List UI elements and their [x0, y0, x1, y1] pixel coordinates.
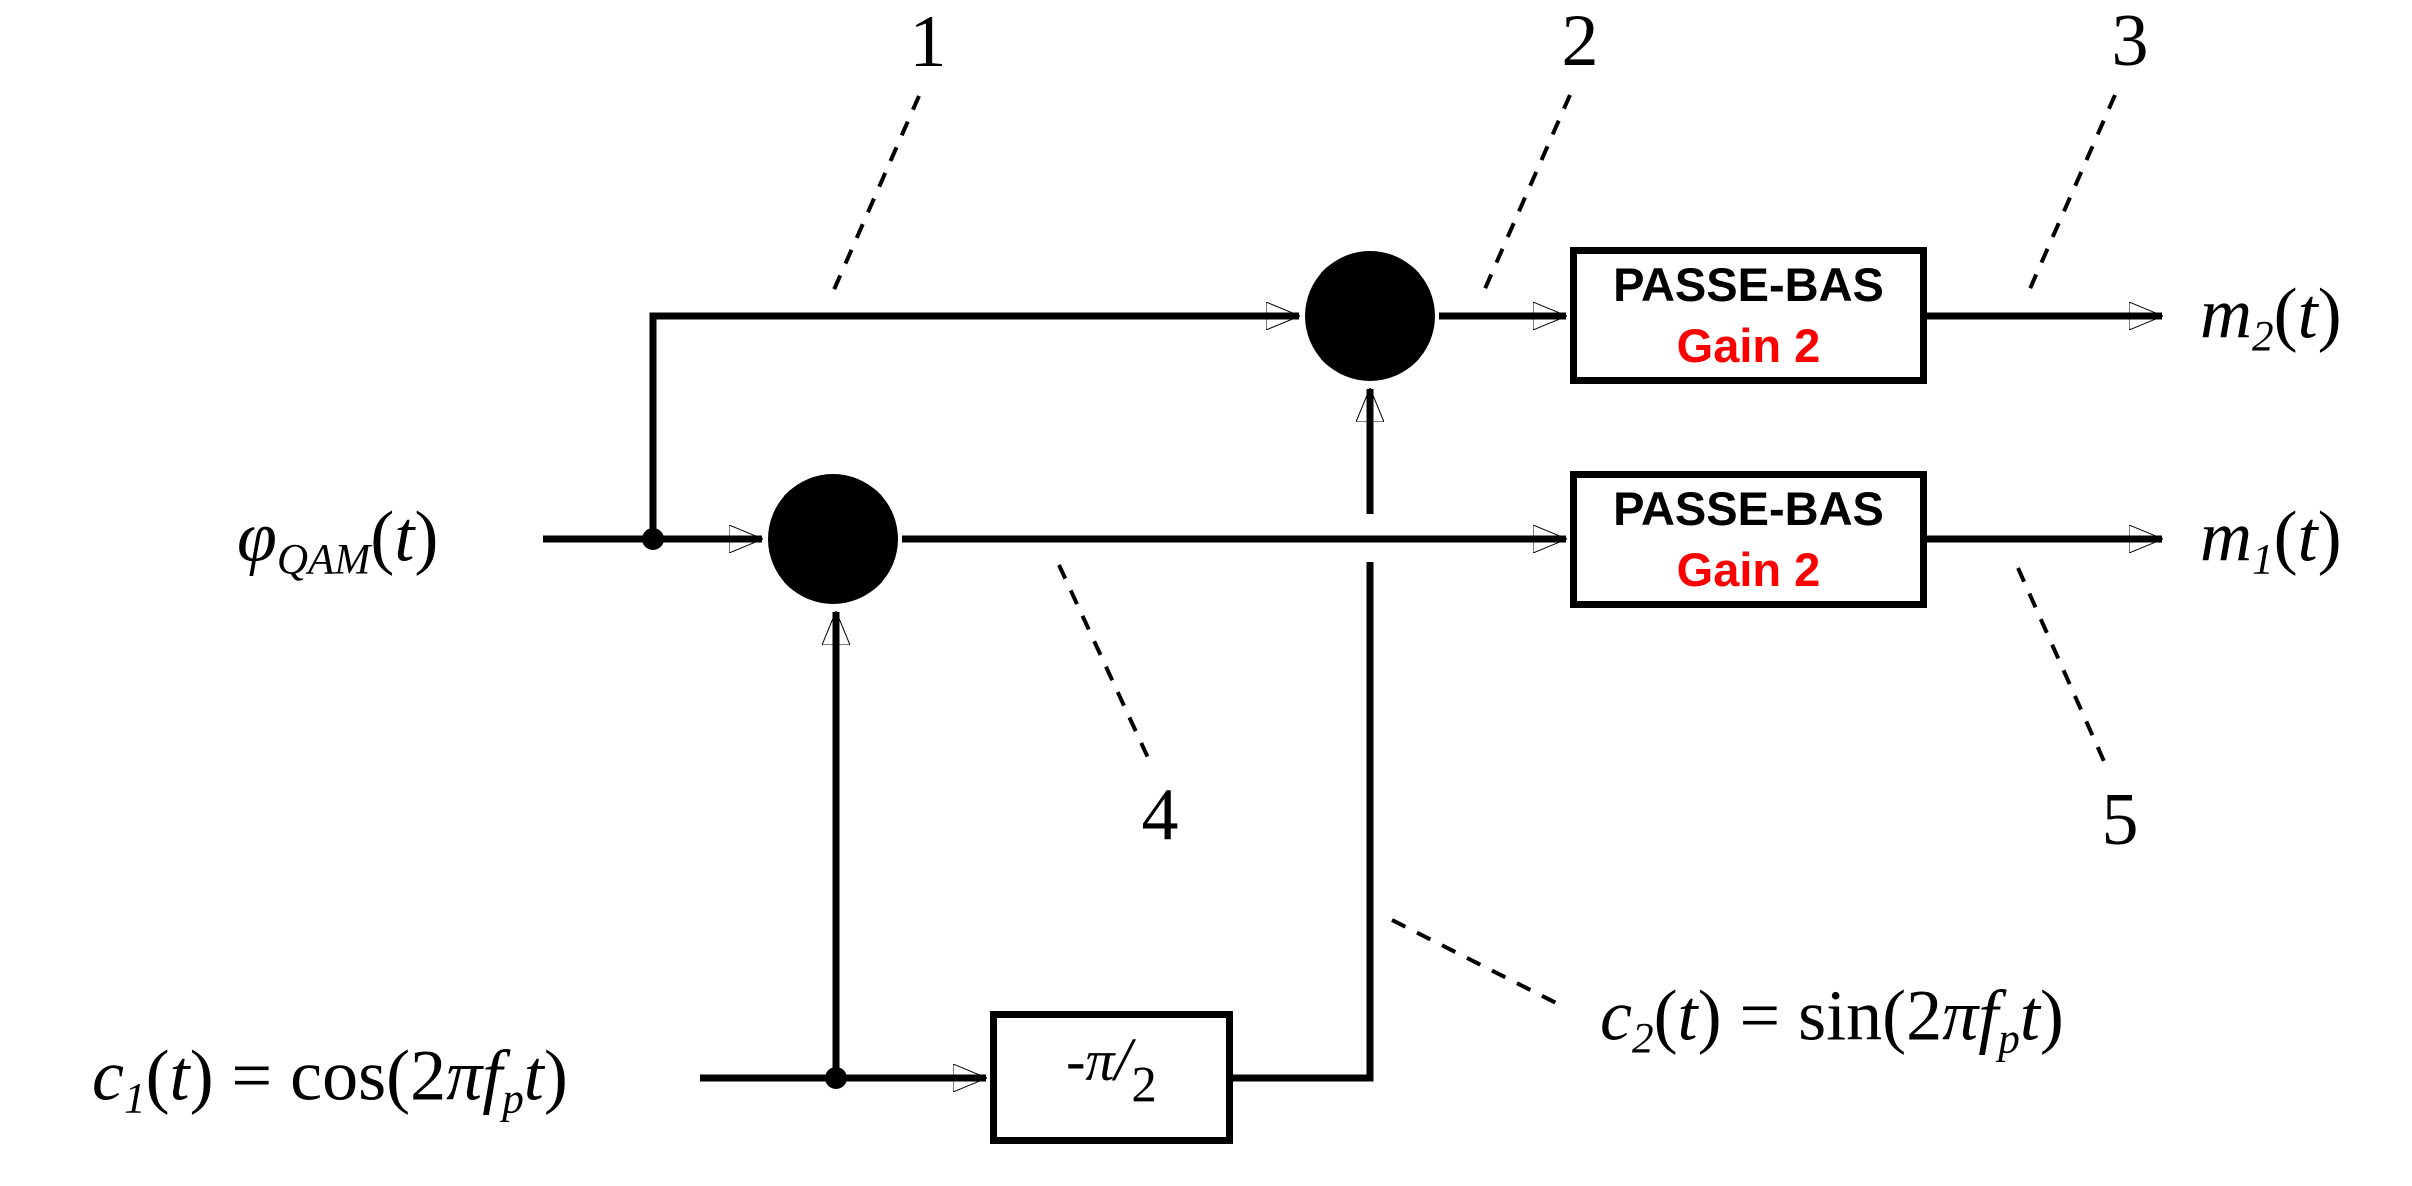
- lowpass-filter-top: PASSE-BAS Gain 2: [1570, 247, 1927, 384]
- input-signal-label: φQAM(t): [237, 496, 439, 584]
- junction-dot-input: [642, 528, 664, 550]
- wire-carrier2-lower: [1233, 562, 1374, 1082]
- phase-shifter-label: -π/2: [1066, 1027, 1157, 1114]
- carrier1-label: c1(t) = cos(2πfpt): [92, 1035, 568, 1123]
- output-m2-label: m2(t): [2200, 273, 2342, 361]
- lowpass-top-label: PASSE-BAS: [1613, 258, 1884, 312]
- leader-4: [1057, 564, 1152, 763]
- leader-1: [831, 95, 921, 293]
- annotation-4: 4: [1141, 774, 1179, 856]
- carrier2-label: c2(t) = sin(2πfpt): [1600, 975, 2064, 1063]
- annotation-3: 3: [2111, 0, 2149, 82]
- annotation-2: 2: [1561, 0, 1599, 82]
- lowpass-mid-label: PASSE-BAS: [1613, 482, 1884, 536]
- wire-branch-to-top-multiplier: [649, 316, 1299, 539]
- multiplier-mid-cross: [783, 489, 883, 589]
- lowpass-mid-gain-label: Gain 2: [1676, 542, 1821, 596]
- multiplier-top-cross: [1320, 266, 1420, 366]
- leader-3: [2027, 94, 2117, 292]
- leader-2: [1482, 94, 1572, 292]
- annotation-1: 1: [909, 1, 947, 83]
- output-m1-label: m1(t): [2200, 496, 2342, 584]
- leader-carrier2: [1391, 918, 1567, 1010]
- phase-shifter-block: -π/2: [990, 1011, 1233, 1144]
- lowpass-filter-mid: PASSE-BAS Gain 2: [1570, 471, 1927, 608]
- leader-5: [2016, 567, 2109, 769]
- junction-dot-carrier1: [825, 1067, 847, 1089]
- annotation-5: 5: [2101, 779, 2139, 861]
- lowpass-top-gain-label: Gain 2: [1676, 318, 1821, 372]
